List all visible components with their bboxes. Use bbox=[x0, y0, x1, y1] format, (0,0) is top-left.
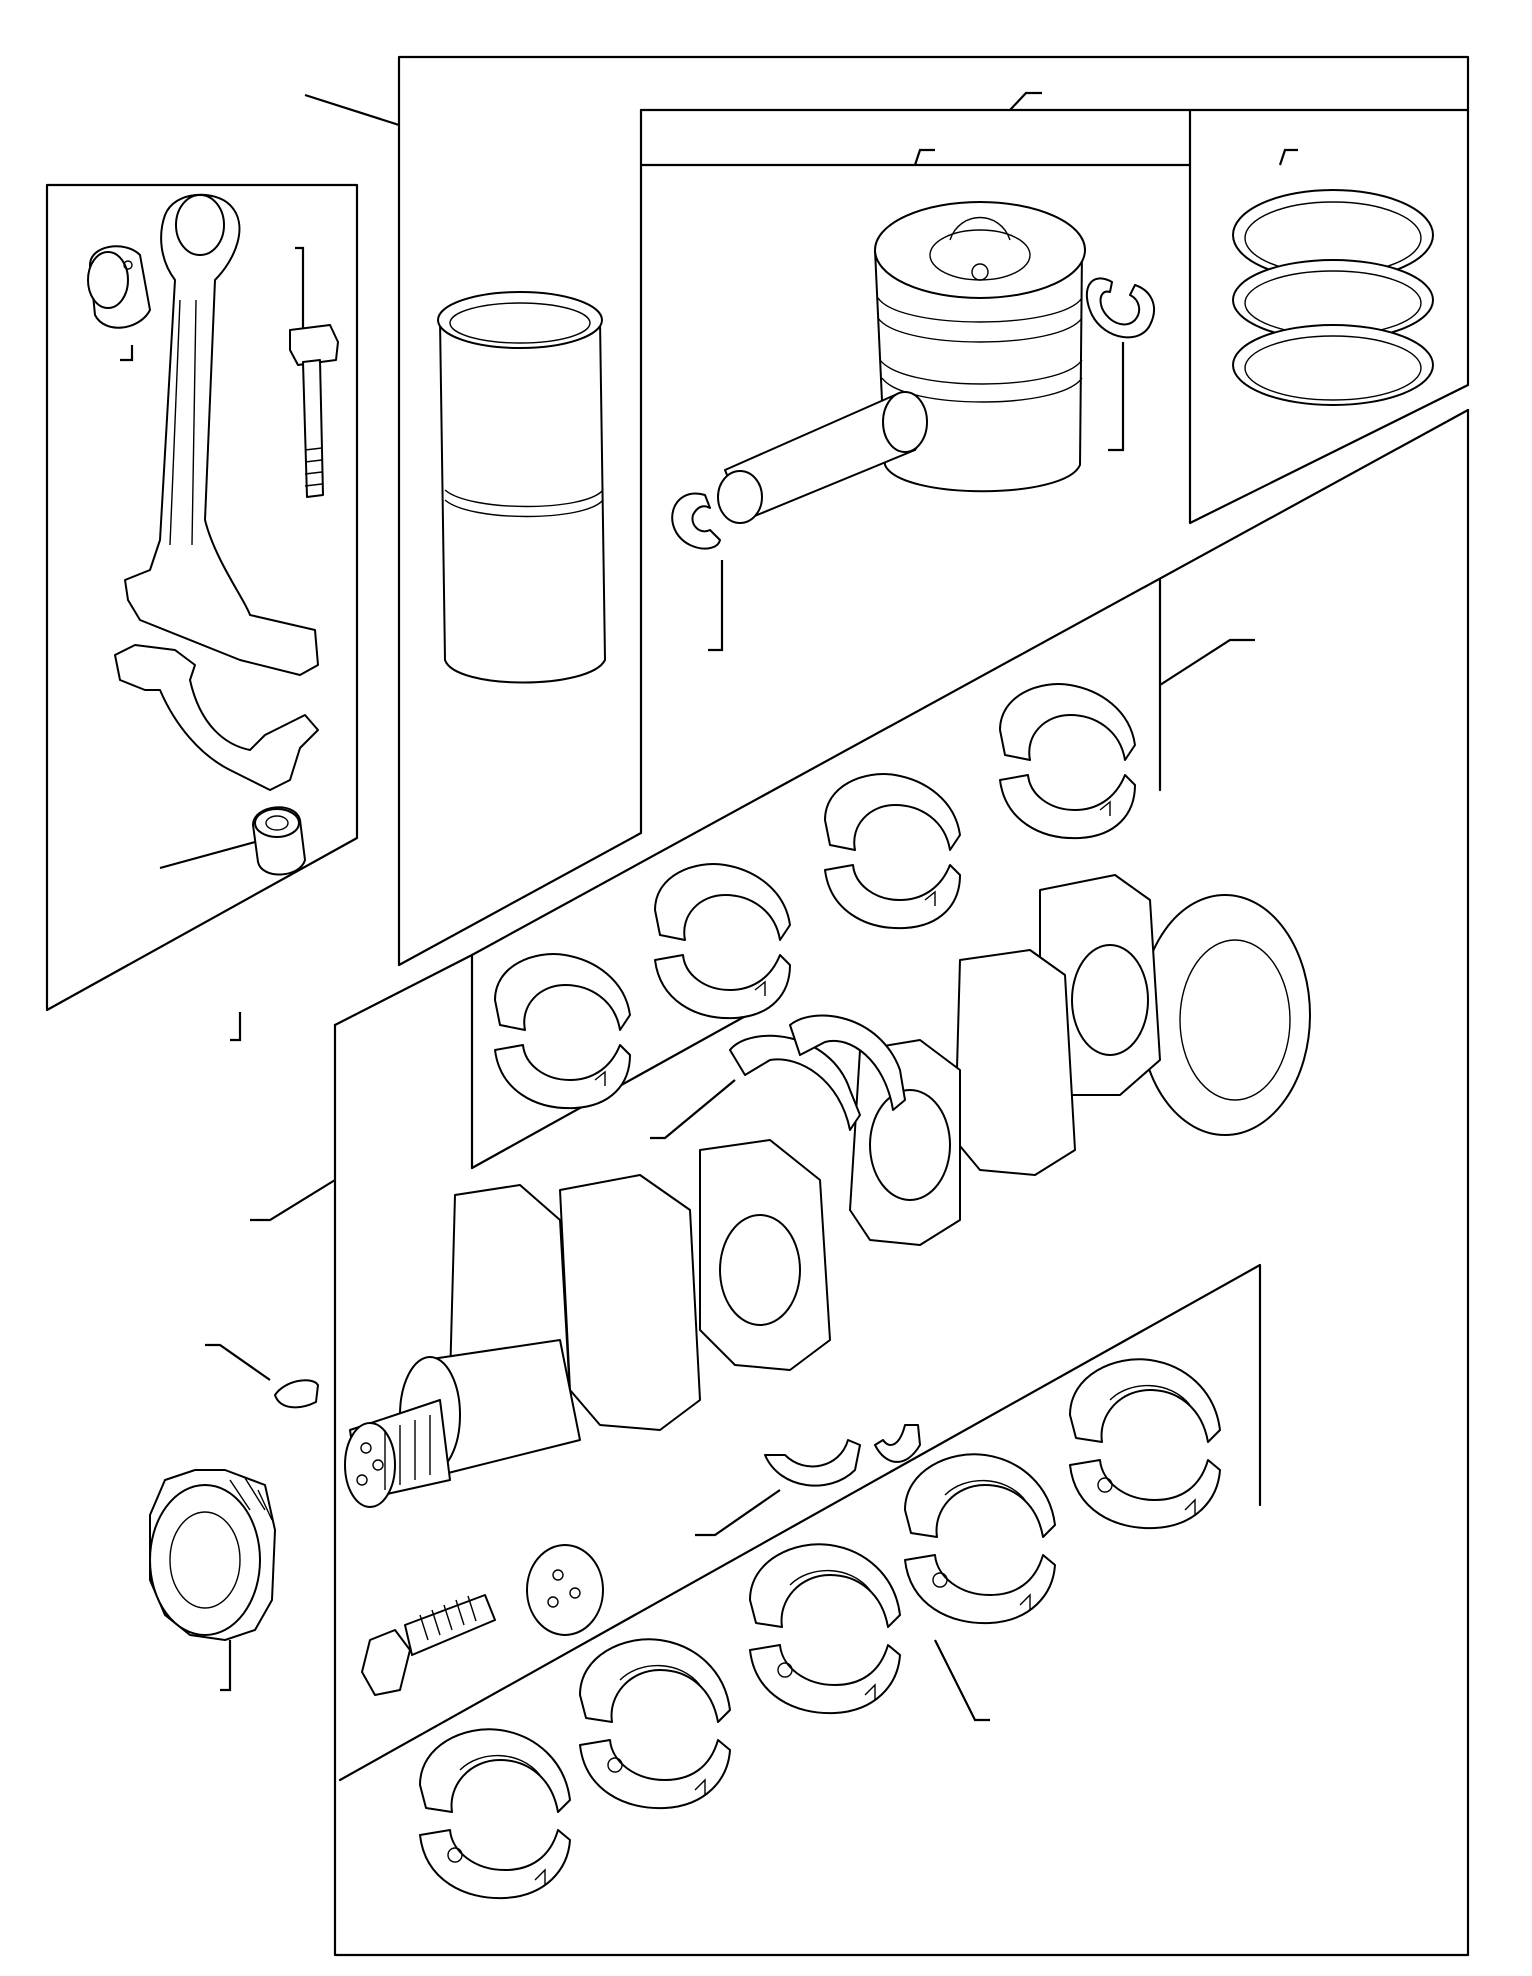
rod-leaders bbox=[120, 246, 305, 1042]
circlip-left bbox=[671, 492, 721, 550]
piston-rings bbox=[1232, 189, 1434, 406]
connecting-rod bbox=[124, 193, 319, 676]
liner-piston-panel bbox=[304, 55, 1470, 967]
rod-bolt bbox=[289, 324, 339, 498]
main-bearings bbox=[419, 1358, 1221, 1900]
flange-bolt bbox=[361, 1594, 496, 1696]
connecting-rod-panel bbox=[45, 183, 359, 1012]
thrust-washers-lower bbox=[764, 1424, 921, 1487]
woodruff-key bbox=[205, 1343, 319, 1409]
thrust-washers-upper bbox=[729, 1014, 906, 1131]
crankshaft bbox=[344, 874, 1311, 1508]
crankshaft-panel bbox=[250, 408, 1470, 1957]
gudgeon-pin bbox=[717, 391, 928, 524]
crank-gear bbox=[149, 1469, 276, 1692]
big-end-bearing-panel bbox=[470, 408, 1470, 1170]
crank-leaders bbox=[650, 1079, 781, 1537]
circlip-right bbox=[1085, 277, 1155, 339]
rod-nut bbox=[252, 806, 306, 876]
cylinder-liner bbox=[437, 291, 606, 684]
small-end-bush bbox=[87, 245, 151, 329]
big-end-cap bbox=[114, 644, 319, 791]
spigot-plug bbox=[526, 1544, 604, 1636]
piston-leaders bbox=[708, 342, 1125, 652]
